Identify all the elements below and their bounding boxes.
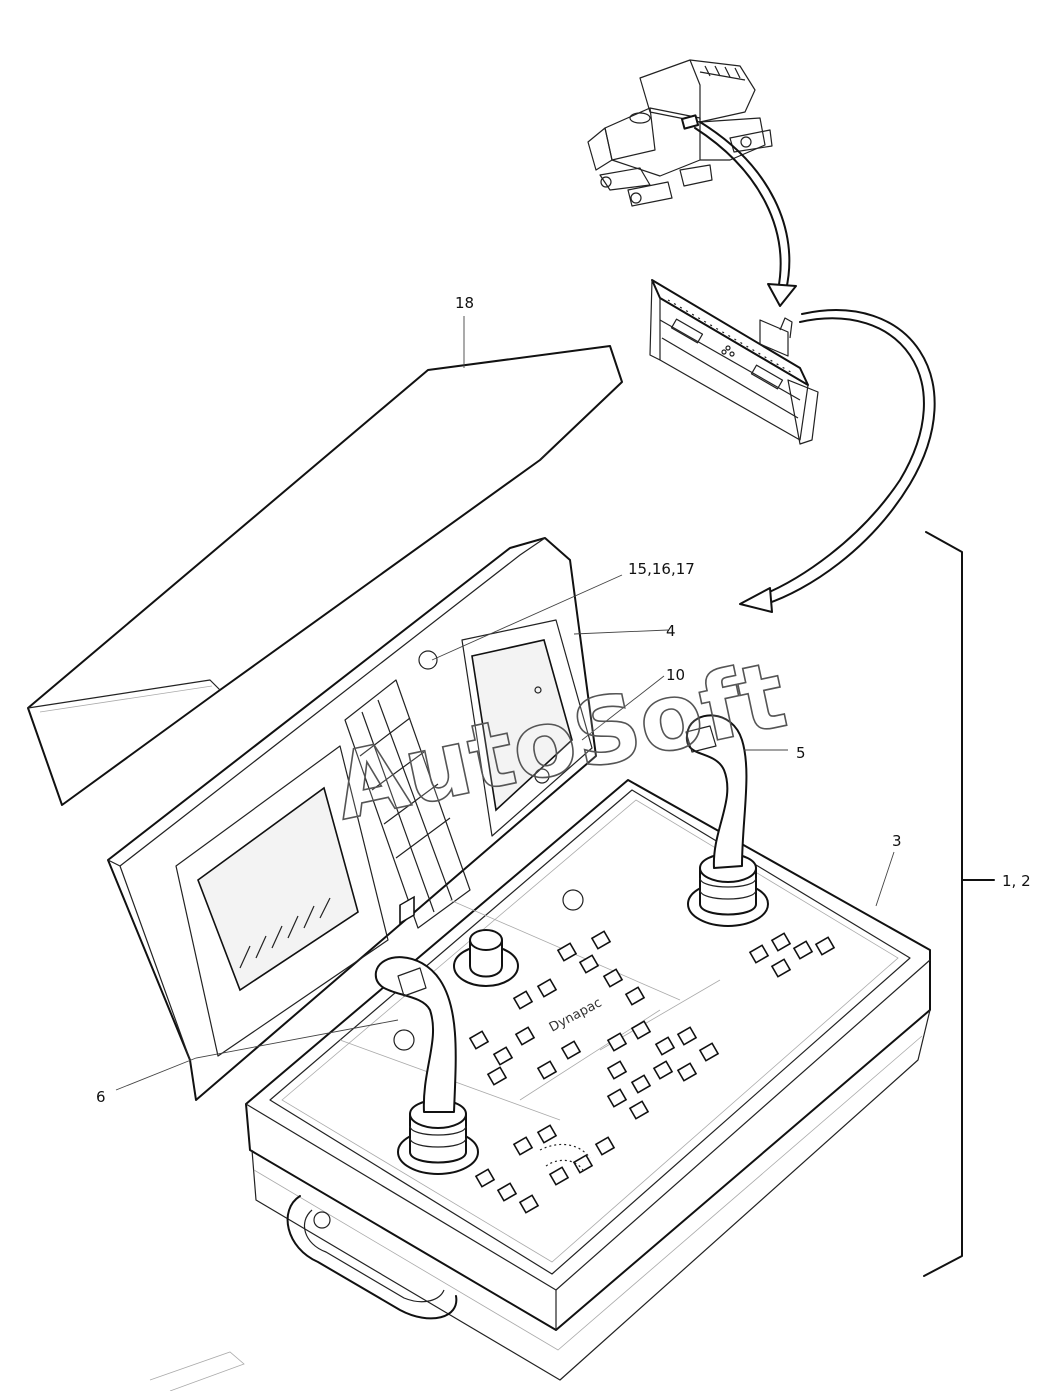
leader-lines xyxy=(115,316,895,1091)
right-key-cluster xyxy=(606,1020,720,1120)
rotary-knob xyxy=(453,929,519,987)
hidden-part-outline xyxy=(149,1351,245,1391)
joystick-right xyxy=(685,714,769,927)
display-panel xyxy=(107,537,597,1101)
lower-key-cluster xyxy=(474,1124,616,1214)
transfer-arrow-machine-to-frame xyxy=(694,121,797,307)
lid-cover xyxy=(27,345,623,806)
softkey-row xyxy=(239,897,331,969)
callout-4: 4 xyxy=(666,622,676,640)
carry-handle xyxy=(286,1195,458,1320)
keypad-grid xyxy=(344,679,471,929)
callout-10: 10 xyxy=(666,666,685,684)
far-right-key-cluster xyxy=(748,932,836,978)
assembly-bracket xyxy=(923,531,963,1277)
callout-1-2: 1, 2 xyxy=(1002,872,1031,890)
paving-machine-illustration xyxy=(587,59,773,207)
callout-3: 3 xyxy=(892,832,902,850)
center-key-cluster xyxy=(468,930,646,1086)
callout-6: 6 xyxy=(96,1088,106,1106)
transfer-arrow-frame-to-console xyxy=(739,309,936,613)
callout-15-16-17: 15,16,17 xyxy=(628,560,695,578)
callout-5: 5 xyxy=(796,744,806,762)
callout-18: 18 xyxy=(455,294,474,312)
joystick-left xyxy=(374,956,479,1175)
mounting-frame-illustration xyxy=(649,279,819,445)
